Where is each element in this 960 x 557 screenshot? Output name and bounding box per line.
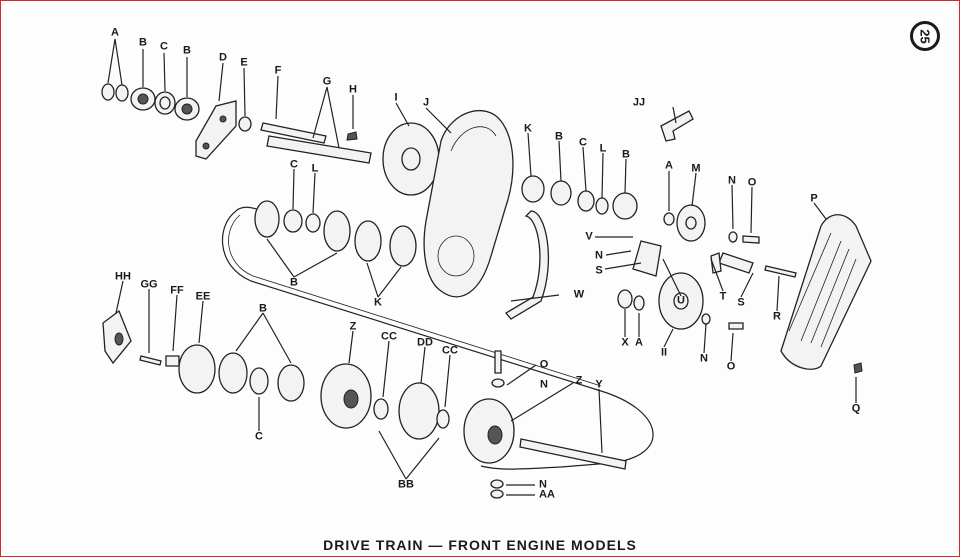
label-n: N bbox=[539, 478, 547, 491]
label-s: S bbox=[737, 296, 745, 309]
label-b: B bbox=[183, 44, 191, 57]
label-z: Z bbox=[349, 320, 357, 333]
label-k: K bbox=[374, 296, 382, 309]
label-cc: CC bbox=[381, 330, 397, 343]
leader-lines bbox=[107, 38, 857, 496]
label-i: I bbox=[394, 91, 398, 104]
parts-middle-left bbox=[254, 200, 417, 267]
label-c: C bbox=[160, 40, 168, 53]
label-e: E bbox=[240, 56, 248, 69]
label-o: O bbox=[747, 176, 757, 189]
label-dd: DD bbox=[417, 336, 433, 349]
label-n: N bbox=[595, 249, 603, 262]
label-b: B bbox=[259, 302, 267, 315]
label-h: H bbox=[349, 83, 357, 96]
label-c: C bbox=[255, 430, 263, 443]
label-hh: HH bbox=[115, 270, 131, 283]
label-bb: BB bbox=[398, 478, 414, 491]
label-n: N bbox=[540, 378, 548, 391]
label-w: W bbox=[573, 288, 585, 301]
label-ff: FF bbox=[170, 284, 184, 297]
label-v: V bbox=[585, 230, 593, 243]
label-cc: CC bbox=[442, 344, 458, 357]
label-f: F bbox=[274, 64, 282, 77]
label-c: C bbox=[579, 136, 587, 149]
label-jj: JJ bbox=[632, 96, 646, 109]
label-ee: EE bbox=[195, 290, 211, 303]
diagram-caption: DRIVE TRAIN — FRONT ENGINE MODELS bbox=[323, 537, 637, 553]
parts-right bbox=[617, 204, 872, 374]
label-ii: II bbox=[660, 346, 668, 359]
label-a: A bbox=[635, 336, 643, 349]
parts-bottom-left bbox=[102, 309, 305, 402]
label-aa: AA bbox=[539, 488, 555, 501]
label-b: B bbox=[555, 130, 563, 143]
label-p: P bbox=[810, 192, 818, 205]
parts-top-right bbox=[505, 110, 694, 320]
page-number: 25 bbox=[917, 28, 933, 44]
label-a: A bbox=[111, 26, 119, 39]
label-b: B bbox=[622, 148, 630, 161]
label-o: O bbox=[539, 358, 549, 371]
label-x: X bbox=[621, 336, 629, 349]
label-n: N bbox=[728, 174, 736, 187]
label-j: J bbox=[422, 96, 430, 109]
label-b: B bbox=[139, 36, 147, 49]
parts-bottom-center bbox=[320, 350, 627, 499]
label-l: L bbox=[599, 142, 607, 155]
label-k: K bbox=[524, 122, 532, 135]
label-q: Q bbox=[851, 402, 861, 415]
label-g: G bbox=[322, 75, 332, 88]
label-c: C bbox=[290, 158, 298, 171]
label-l: L bbox=[311, 162, 319, 175]
label-n: N bbox=[700, 352, 708, 365]
label-gg: GG bbox=[140, 278, 158, 291]
label-m: M bbox=[691, 162, 701, 175]
label-t: T bbox=[719, 290, 727, 303]
parts-top-left bbox=[101, 83, 514, 298]
label-s: S bbox=[595, 264, 603, 277]
label-z: Z bbox=[575, 374, 583, 387]
label-o: O bbox=[726, 360, 736, 373]
label-a: A bbox=[665, 159, 673, 172]
page-number-badge: 25 bbox=[910, 21, 940, 51]
label-d: D bbox=[219, 51, 227, 64]
label-b: B bbox=[290, 276, 298, 289]
label-y: Y bbox=[595, 378, 603, 391]
label-u: U bbox=[677, 294, 685, 307]
label-r: R bbox=[773, 310, 781, 323]
